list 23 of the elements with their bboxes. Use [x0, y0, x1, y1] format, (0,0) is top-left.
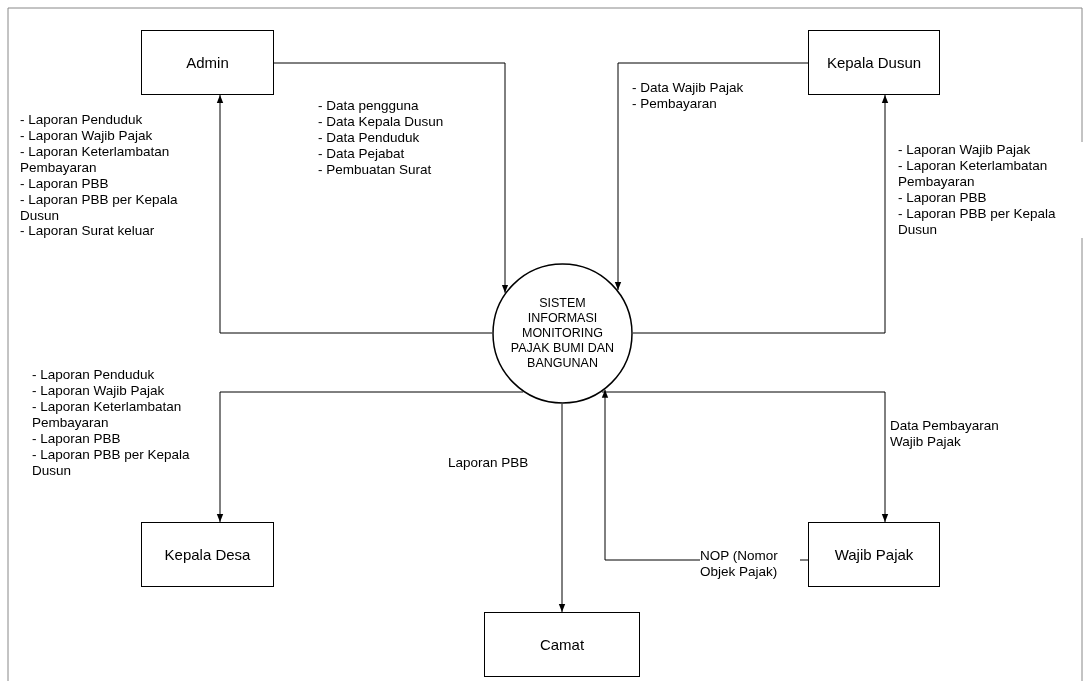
entity-box	[808, 30, 940, 95]
arrow	[216, 94, 493, 334]
entity-box	[808, 522, 940, 587]
edge-label: NOP (Nomor Objek Pajak)	[700, 548, 800, 580]
node-label: Admin	[186, 54, 229, 71]
node-label: SISTEM INFORMASI MONITORING PAJAK BUMI DAN BANGUNAN	[509, 296, 616, 371]
process-circle	[492, 263, 633, 404]
arrow	[601, 391, 889, 523]
node-label: Kepala Dusun	[826, 54, 922, 71]
node-label: Kepala Desa	[164, 546, 251, 563]
edge-label: - Data Wajib Pajak - Pembayaran	[632, 80, 744, 112]
arrow	[273, 62, 509, 294]
node-label: Wajib Pajak	[834, 546, 914, 563]
edge-label: - Laporan Wajib Pajak - Laporan Keterlambatan Pembayaran - Laporan PBB - Laporan PBB per Kepala Dusun	[898, 142, 1083, 238]
edge-label: Laporan PBB	[448, 455, 529, 471]
arrow	[558, 403, 566, 613]
arrow	[216, 391, 524, 523]
arrow	[614, 62, 809, 291]
entity-box	[484, 612, 640, 677]
arrow	[632, 94, 889, 334]
entity-box	[141, 30, 274, 95]
node-label: Camat	[539, 636, 585, 653]
entity-box	[141, 522, 274, 587]
